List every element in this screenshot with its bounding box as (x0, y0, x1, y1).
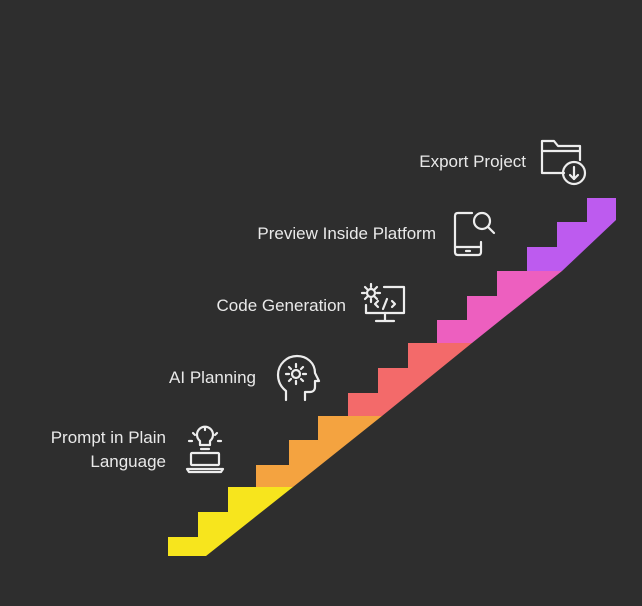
step-5-label-line1: Export Project (419, 152, 526, 171)
step-3-label-line1: Code Generation (216, 296, 346, 315)
step-3-label: Code Generation (217, 294, 346, 318)
step-4-label-line1: Preview Inside Platform (257, 224, 436, 243)
folder-download-icon (536, 135, 592, 191)
step-5-label: Export Project (419, 150, 526, 174)
step-4-label: Preview Inside Platform (257, 222, 436, 246)
stair-segment-3 (348, 343, 472, 416)
head-gear-icon (268, 350, 324, 406)
stair-segment-5 (527, 198, 616, 271)
lightbulb-laptop-icon (177, 423, 233, 479)
stair-segment-2 (256, 416, 382, 487)
step-1-label-line2: Language (90, 452, 166, 471)
step-1-label-line1: Prompt in Plain (50, 428, 166, 447)
stair-segment-4 (437, 271, 562, 343)
step-2-label: AI Planning (169, 366, 256, 390)
step-2-label-line1: AI Planning (169, 368, 256, 387)
phone-search-icon (446, 205, 502, 261)
stair-segment-1 (168, 487, 293, 556)
step-1-label: Prompt in Plain Language (51, 426, 166, 474)
gear-code-monitor-icon (356, 278, 412, 334)
